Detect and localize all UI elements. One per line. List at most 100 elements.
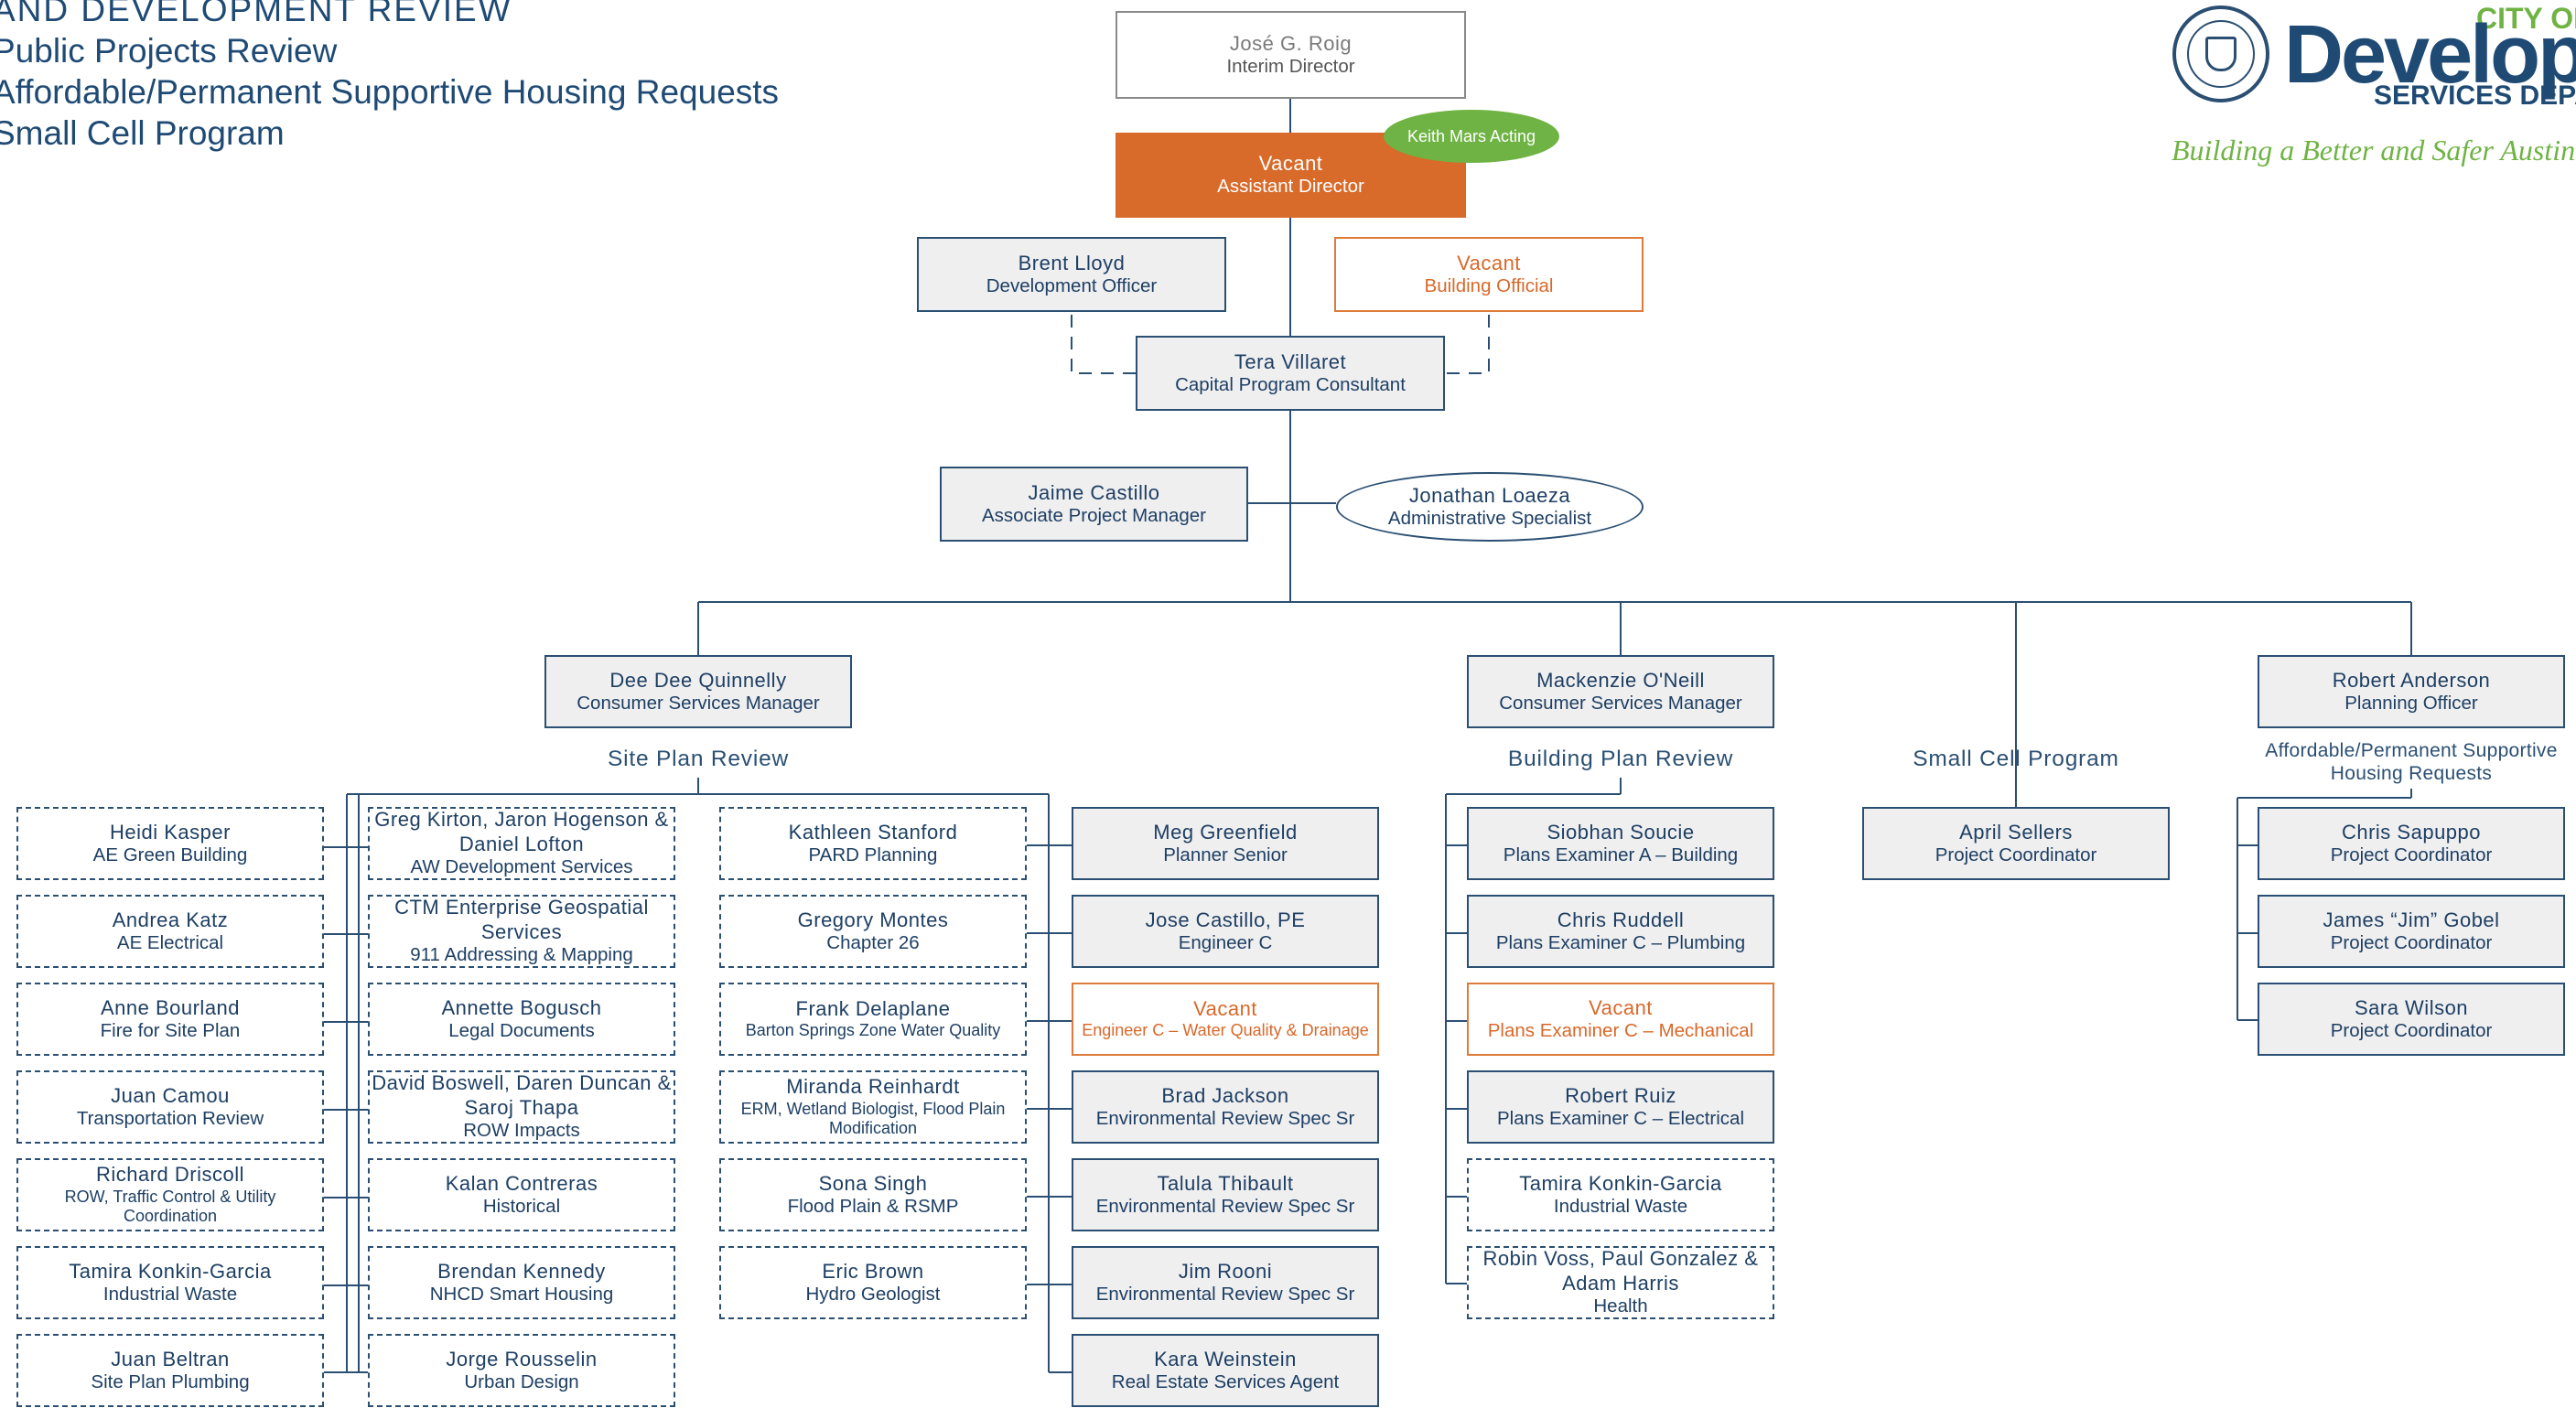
page-header: AND DEVELOPMENT REVIEW Public Projects R… — [0, 0, 779, 154]
person-name: Juan Camou — [111, 1083, 230, 1107]
person-title: Project Coordinator — [2330, 844, 2493, 865]
person-title: Administrative Specialist — [1387, 507, 1592, 529]
person-title: ERM, Wetland Biologist, Flood Plain Modi… — [740, 1099, 1006, 1138]
person-name: Vacant — [1457, 251, 1521, 274]
person-name: Kalan Contreras — [445, 1171, 598, 1195]
associate-pm-box: Jaime Castillo Associate Project Manager — [940, 467, 1248, 542]
department-logo: CITY OF Development SERVICES DEPARTMENT … — [2167, 0, 2576, 183]
person-name: Vacant — [1589, 995, 1653, 1019]
person-name: Kara Weinstein — [1154, 1347, 1297, 1370]
person-name: Andrea Katz — [112, 908, 229, 931]
development-officer-box: Brent Lloyd Development Officer — [917, 237, 1226, 312]
person-title: AE Green Building — [92, 844, 248, 865]
section-title: Building Plan Review — [1507, 747, 1734, 771]
person-name: Brendan Kennedy — [437, 1259, 606, 1283]
person-name: José G. Roig — [1229, 31, 1353, 55]
person-name: Juan Beltran — [111, 1347, 230, 1370]
capital-program-box: Tera Villaret Capital Program Consultant — [1136, 336, 1445, 411]
person-title: Engineer C – Water Quality & Drainage — [1082, 1021, 1369, 1040]
person-title: Consumer Services Manager — [577, 692, 820, 714]
person-title: Urban Design — [464, 1370, 579, 1392]
person-title: Plans Examiner A – Building — [1503, 844, 1739, 865]
person-title: Capital Program Consultant — [1175, 373, 1406, 395]
person-name: Chris Sapuppo — [2341, 820, 2482, 844]
person-name: Robin Voss, Paul Gonzalez & Adam Harris — [1482, 1247, 1759, 1295]
person-title: Engineer C — [1178, 931, 1273, 953]
person-title: PARD Planning — [808, 844, 938, 865]
logo-city-of: CITY OF — [2476, 2, 2576, 35]
person-name: Siobhan Soucie — [1547, 820, 1695, 844]
person-name: April Sellers — [1959, 820, 2073, 844]
header-line: Affordable/Permanent Supportive Housing … — [0, 73, 780, 111]
person-title: AE Electrical — [116, 931, 224, 953]
person-name: CTM Enterprise Geospatial Services — [394, 896, 649, 943]
person-name: Eric Brown — [822, 1259, 924, 1283]
person-title: Interim Director — [1226, 55, 1355, 77]
person-title: Chapter 26 — [826, 931, 920, 953]
building-official-box: Vacant Building Official — [1334, 237, 1644, 312]
person-name: Tera Villaret — [1234, 349, 1347, 373]
person-title: Associate Project Manager — [982, 504, 1206, 526]
person-name: David Boswell, Daren Duncan & Saroj Thap… — [372, 1071, 672, 1119]
person-name: Greg Kirton, Jaron Hogenson & Daniel Lof… — [374, 808, 669, 855]
logo-development: Development — [2284, 9, 2576, 101]
city-seal-icon — [2172, 5, 2269, 102]
person-title: Consumer Services Manager — [1499, 692, 1742, 714]
person-name: Robert Anderson — [2332, 668, 2491, 692]
person-title: Environmental Review Spec Sr — [1095, 1195, 1355, 1217]
person-name: Tamira Konkin-Garcia — [69, 1259, 272, 1283]
person-title: ROW Impacts — [463, 1120, 580, 1142]
person-title: Barton Springs Zone Water Quality — [745, 1021, 1001, 1040]
person-title: ROW, Traffic Control & Utility Coordinat… — [64, 1187, 276, 1226]
person-title: Industrial Waste — [102, 1283, 238, 1305]
person-title: 911 Addressing & Mapping — [410, 944, 633, 966]
person-name: Jose Castillo, PE — [1145, 908, 1306, 931]
person-name: Tamira Konkin-Garcia — [1519, 1171, 1722, 1195]
person-title: Building Official — [1424, 274, 1554, 296]
logo-services: SERVICES DEPARTMENT — [2374, 81, 2576, 111]
person-name: Jaime Castillo — [1028, 480, 1160, 504]
person-title: Planning Officer — [2344, 692, 2478, 714]
person-title: Industrial Waste — [1553, 1195, 1688, 1217]
person-name: Sara Wilson — [2354, 995, 2469, 1019]
person-title: Plans Examiner C – Electrical — [1496, 1107, 1744, 1129]
acting-badge: Keith Mars Acting — [1384, 110, 1559, 163]
person-name: Chris Ruddell — [1557, 908, 1685, 931]
person-name: Anne Bourland — [100, 995, 241, 1019]
person-name: Sona Singh — [818, 1171, 928, 1195]
person-name: Brent Lloyd — [1018, 251, 1126, 274]
manager-box: Mackenzie O'Neill Consumer Services Mana… — [1467, 655, 1774, 728]
manager-box: Dee Dee Quinnelly Consumer Services Mana… — [544, 655, 852, 728]
person-name: Mackenzie O'Neill — [1536, 668, 1705, 692]
person-name: Brad Jackson — [1161, 1083, 1289, 1107]
person-name: Richard Driscoll — [95, 1163, 245, 1187]
header-line: Small Cell Program — [0, 114, 285, 152]
person-title: Real Estate Services Agent — [1111, 1370, 1340, 1392]
person-title: Hydro Geologist — [805, 1283, 941, 1305]
person-name: Robert Ruiz — [1565, 1083, 1676, 1107]
person-name: Gregory Montes — [797, 908, 949, 931]
person-title: Assistant Director — [1217, 176, 1364, 198]
